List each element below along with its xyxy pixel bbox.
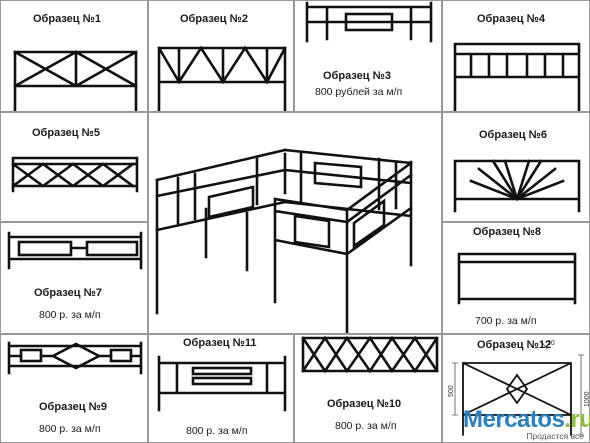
sample-1-label: Образец №1 — [33, 13, 101, 25]
sample-6-fence-drawing — [453, 159, 581, 213]
sample-7-card[interactable]: Образец №7 800 р. за м/п — [0, 222, 148, 334]
watermark-logo: Mercatos.ru — [463, 406, 590, 434]
sample-3-price: 800 рублей за м/п — [315, 86, 403, 98]
sample-12-diamond — [505, 373, 529, 405]
sample-1-card[interactable]: Образец №1 — [0, 0, 148, 112]
sample-10-card[interactable]: Образец №10 800 р. за м/п — [294, 334, 442, 443]
sample-12-dim-right: 1000 — [584, 391, 590, 407]
sample-8-fence-drawing — [457, 252, 577, 305]
sample-8-label: Образец №8 — [473, 226, 541, 238]
sample-5-fence-drawing — [11, 156, 139, 193]
sample-4-label: Образец №4 — [477, 13, 545, 25]
sample-11-label: Образец №11 — [183, 337, 257, 349]
sample-9-price: 800 р. за м/п — [39, 423, 101, 435]
sample-9-fence-drawing — [7, 341, 143, 375]
sample-6-card[interactable]: Образец №6 — [442, 112, 590, 222]
sample-7-fence-drawing — [7, 231, 143, 270]
sample-11-fence-drawing — [157, 355, 287, 412]
sample-6-label: Образец №6 — [479, 129, 547, 141]
mercatos-watermark: Mercatos.ru Продастся всё — [461, 406, 590, 443]
sample-12-fence-drawing: 20 500 1000 — [448, 340, 590, 436]
sample-4-fence-drawing — [453, 42, 581, 111]
sample-9-label: Образец №9 — [39, 401, 107, 413]
sample-12-card[interactable]: 20 500 1000 Образец №12 — [442, 334, 590, 443]
sample-11-price: 800 р. за м/п — [186, 425, 248, 437]
sample-5-card[interactable]: Образец №5 — [0, 112, 148, 222]
watermark-brand-main: Mercatos — [463, 406, 565, 433]
sample-12-label: Образец №12 — [477, 339, 552, 351]
sample-5-label: Образец №5 — [32, 127, 100, 139]
watermark-tagline: Продастся всё — [526, 431, 584, 441]
sample-2-label: Образец №2 — [180, 13, 248, 25]
sample-7-price: 800 р. за м/п — [39, 309, 101, 321]
sample-8-card[interactable]: Образец №8 700 р. за м/п — [442, 222, 590, 334]
sample-12-dim-left: 500 — [448, 385, 455, 397]
sample-8-price: 700 р. за м/п — [475, 315, 537, 327]
sample-3-card[interactable]: Образец №3 800 рублей за м/п — [294, 0, 442, 112]
sample-3-label: Образец №3 — [323, 70, 391, 82]
sample-7-label: Образец №7 — [34, 287, 102, 299]
sample-10-fence-drawing — [301, 335, 439, 374]
sample-2-fence-drawing — [157, 45, 287, 111]
sample-2-card[interactable]: Образец №2 — [148, 0, 294, 112]
sample-4-card[interactable]: Образец №4 — [442, 0, 590, 112]
sample-9-card[interactable]: Образец №9 800 р. за м/п — [0, 334, 148, 443]
sample-10-price: 800 р. за м/п — [335, 420, 397, 432]
sample-3-fence-drawing — [305, 1, 433, 43]
sample-12-dim-top: 20 — [547, 340, 555, 347]
watermark-brand-tld: .ru — [564, 406, 590, 433]
featured-fence-photo — [148, 112, 442, 334]
sample-10-label: Образец №10 — [327, 398, 402, 410]
sample-11-card[interactable]: Образец №11 800 р. за м/п — [148, 334, 294, 443]
featured-fence-drawing — [155, 148, 413, 333]
sample-1-fence-drawing — [13, 50, 138, 111]
